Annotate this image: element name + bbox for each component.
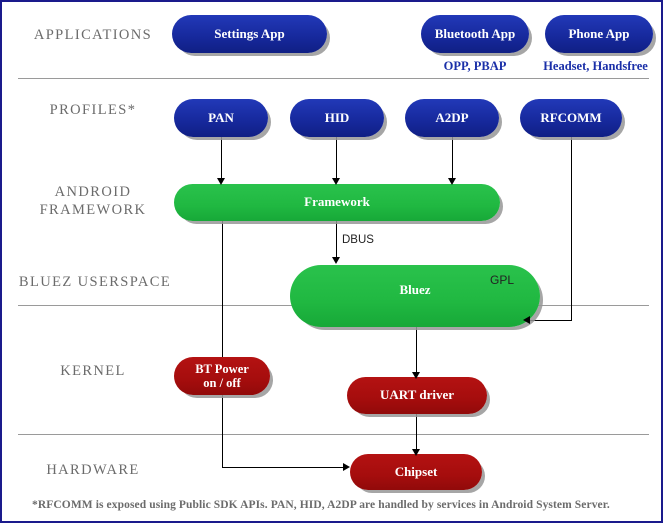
node-phone-app[interactable]: Phone App [545,15,653,53]
node-uart-driver-label: UART driver [379,387,455,403]
node-rfcomm-label: RFCOMM [540,109,602,125]
node-hid-label: HID [324,109,350,125]
node-rfcomm[interactable]: RFCOMM [520,99,622,137]
layer-label-profiles: PROFILES* [49,102,137,118]
divider-kernel-hardware [18,434,649,435]
arrowhead-bluez-uart [412,372,420,379]
node-chipset[interactable]: Chipset [350,454,482,490]
node-pan-label: PAN [208,109,234,125]
node-framework[interactable]: Framework [174,184,500,221]
node-phone-app-label: Phone App [568,25,630,41]
connector-framework-to-bluez [336,220,337,260]
arrowhead-uart-chipset [412,449,420,456]
connector-pan-to-framework [221,137,222,182]
node-a2dp-label: A2DP [435,109,469,125]
node-settings-app-label: Settings App [214,25,285,41]
arrowhead-pan-framework [217,178,225,185]
node-bluez[interactable]: Bluez GPL [290,265,540,327]
arrowhead-framework-bluez [332,257,340,264]
arrowhead-a2dp-framework [448,178,456,185]
node-bt-power[interactable]: BT Power on / off [174,357,270,395]
annotation-bluetooth-app-profiles: OPP, PBAP [443,59,507,73]
node-chipset-label: Chipset [394,463,438,479]
node-framework-label: Framework [304,194,370,210]
connector-bluez-to-uart [416,327,417,375]
node-hid[interactable]: HID [290,99,384,137]
node-a2dp[interactable]: A2DP [405,99,499,137]
annotation-phone-app-profiles: Headset, Handsfree [543,59,648,73]
diagram-footnote: *RFCOMM is exposed using Public SDK APIs… [32,499,610,511]
node-bluetooth-app[interactable]: Bluetooth App [421,15,529,53]
node-bluez-label: Bluez [399,282,431,297]
layer-label-android-framework: ANDROID FRAMEWORK [39,184,147,219]
node-pan[interactable]: PAN [174,99,268,137]
node-bluez-license-tag: GPL [489,273,514,287]
edge-label-dbus: DBUS [342,234,374,246]
connector-uart-to-chipset [416,414,417,452]
arrowhead-hid-framework [332,178,340,185]
connector-framework-to-btpower [222,220,223,467]
connector-btpower-to-chipset [222,467,344,468]
connector-rfcomm-down [571,137,572,321]
node-uart-driver[interactable]: UART driver [347,377,487,414]
arrowhead-btpower-chipset [343,463,350,471]
connector-a2dp-to-framework [452,137,453,182]
node-bt-power-label: BT Power on / off [195,361,249,390]
arrowhead-rfcomm-bluez [523,316,530,324]
layer-label-applications: APPLICATIONS [33,27,153,43]
connector-hid-to-framework [336,137,337,182]
layer-label-hardware: HARDWARE [46,462,140,478]
connector-rfcomm-to-bluez [529,320,572,321]
layer-label-kernel: KERNEL [60,363,126,379]
node-settings-app[interactable]: Settings App [172,15,327,53]
node-bluetooth-app-label: Bluetooth App [434,25,516,41]
layer-label-bluez-userspace: BLUEZ USERSPACE [18,274,172,290]
divider-applications-profiles [18,78,649,79]
